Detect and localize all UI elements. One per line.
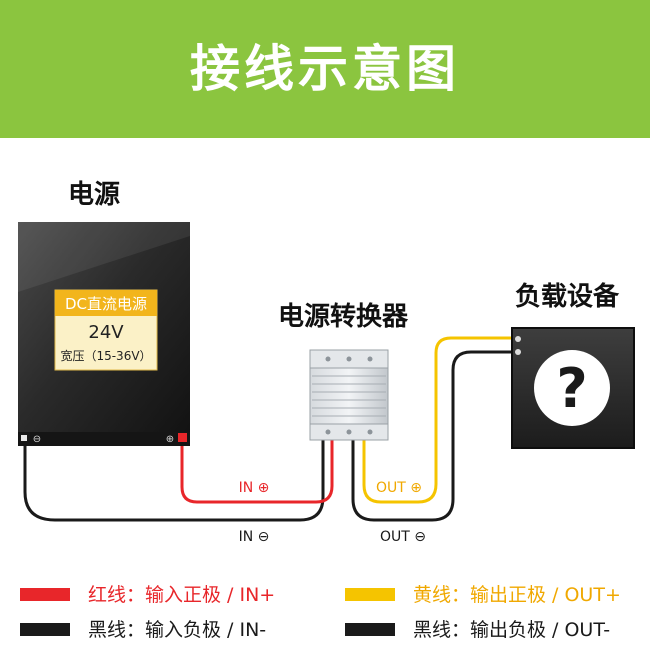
power-card-type: DC直流电源	[65, 295, 147, 313]
load-negative-terminal	[515, 349, 521, 355]
legend-text-red: 红线：输入正极 / IN+	[88, 584, 276, 606]
load-device: ?	[511, 327, 635, 449]
legend-swatch-red	[20, 588, 70, 601]
converter-label: 电源转换器	[278, 302, 409, 332]
legend-text-yellow: 黄线：输出正极 / OUT+	[413, 584, 621, 606]
legend-yellow-wire: 黄线：输出正极 / OUT+	[345, 582, 645, 608]
power-positive-terminal	[178, 433, 187, 442]
converter-module	[309, 349, 389, 441]
legend-swatch-yellow	[345, 588, 395, 601]
power-supply: DC直流电源 24V 宽压（15-36V） ⊖ ⊕	[18, 222, 190, 446]
legend-red-wire: 红线：输入正极 / IN+	[20, 582, 320, 608]
label-out-negative: OUT ⊖	[380, 529, 426, 545]
legend-swatch-black-in	[20, 623, 70, 636]
wire-out-positive	[362, 336, 516, 504]
power-label: 电源	[68, 180, 121, 210]
legend-text-black-in: 黑线：输入负极 / IN-	[88, 619, 267, 641]
question-mark: ?	[556, 357, 587, 420]
power-negative-symbol: ⊖	[33, 434, 41, 445]
legend-text-black-out: 黑线：输出负极 / OUT-	[413, 619, 611, 641]
power-positive-symbol: ⊕	[166, 434, 174, 445]
load-positive-terminal	[515, 336, 521, 342]
header-banner	[0, 0, 650, 138]
legend-black-in-wire: 黑线：输入负极 / IN-	[20, 617, 320, 643]
label-out-positive: OUT ⊕	[376, 480, 422, 496]
page-title: 接线示意图	[190, 40, 460, 98]
legend-black-out-wire: 黑线：输出负极 / OUT-	[345, 617, 645, 643]
power-negative-terminal	[21, 435, 27, 441]
question-icon	[534, 350, 610, 426]
power-card-voltage: 24V	[88, 322, 124, 343]
load-label: 负载设备	[515, 282, 620, 312]
wire-out-negative	[351, 350, 516, 522]
wire-in-negative	[23, 440, 325, 522]
legend-swatch-black-out	[345, 623, 395, 636]
power-card-range: 宽压（15-36V）	[60, 348, 151, 363]
label-in-positive: IN ⊕	[239, 480, 270, 496]
wire-in-positive	[180, 440, 334, 504]
label-in-negative: IN ⊖	[239, 529, 270, 545]
